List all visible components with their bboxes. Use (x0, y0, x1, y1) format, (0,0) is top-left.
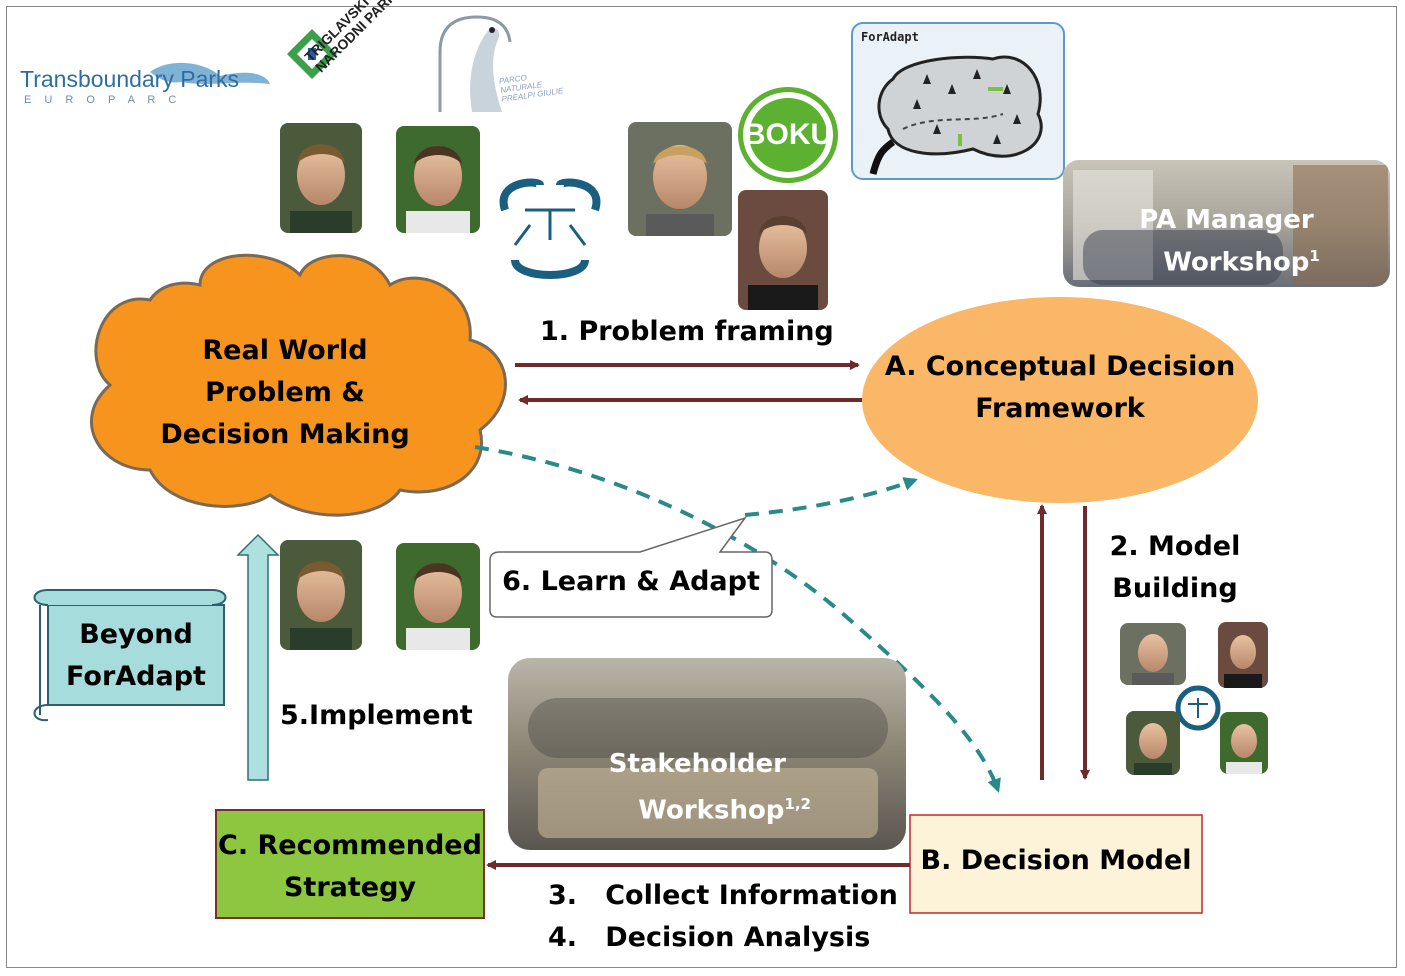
foradapt-map: ForAdapt (851, 22, 1065, 180)
heron-icon (438, 15, 512, 113)
stakeholder-line-1: Stakeholder (608, 749, 786, 779)
decision-model-label: B. Decision Model (920, 845, 1192, 876)
conceptual-line-2: Framework (975, 393, 1145, 424)
pa-manager-workshop-photo: PA Manager Workshop1 (1063, 160, 1390, 287)
stakeholder-line-2: Workshop (638, 795, 785, 826)
collect-information-label: 3. Collect Information (548, 880, 898, 911)
decision-model-box (909, 814, 1203, 914)
bird-icon (150, 62, 270, 84)
person-photo-3 (628, 122, 732, 236)
person-photo-4 (738, 190, 828, 310)
boku-text: BOKU (743, 118, 833, 151)
learn-adapt-callout (489, 516, 773, 618)
implement-label: 5.Implement (280, 700, 473, 731)
dashed-arrow-to-framework (744, 477, 918, 517)
conceptual-framework-label: A. Conceptual Decision Framework (870, 346, 1250, 430)
recommended-strategy-label: C. Recommended Strategy (216, 825, 484, 909)
conceptual-line-1: A. Conceptual Decision (884, 351, 1236, 382)
stakeholder-workshop-photo: Stakeholder Workshop1,2 (508, 658, 906, 850)
person-photo-1 (280, 123, 362, 233)
stakeholder-superscript: 1,2 (784, 795, 811, 813)
real-world-line-3: Decision Making (160, 419, 410, 450)
prealpi-logo: PARCO NATURALE PREALPI GIULIE (432, 12, 564, 116)
person-photo-5 (280, 540, 362, 650)
problem-framing-label: 1. Problem framing (540, 316, 834, 347)
decision-analysis-label: 4. Decision Analysis (548, 922, 871, 953)
small-network-icon (1175, 685, 1221, 731)
person-photo-small-1 (1120, 623, 1186, 685)
boku-logo: BOKU (738, 87, 838, 183)
person-photo-small-4 (1220, 712, 1268, 774)
model-building-line-2: Building (1112, 573, 1238, 604)
recommended-line-1: C. Recommended (218, 830, 482, 861)
model-building-line-1: 2. Model (1109, 531, 1241, 562)
foradapt-map-title: ForAdapt (861, 30, 919, 44)
conceptual-framework-ellipse (862, 297, 1258, 503)
arrow-implement (236, 533, 280, 781)
transboundary-title: Transboundary Parks (20, 66, 240, 92)
forest-map-icon (869, 55, 1043, 175)
beyond-scroll (33, 589, 227, 722)
model-building-label: 2. Model Building (1100, 526, 1250, 610)
stakeholder-workshop-label: Stakeholder Workshop1,2 (508, 744, 886, 831)
europarc-text: E U R O P A R C (24, 94, 182, 106)
dashed-arrow-to-decision-model (474, 445, 1001, 793)
person-photo-small-3 (1126, 711, 1180, 775)
real-world-line-2: Problem & (205, 377, 365, 408)
person-photo-small-2 (1218, 622, 1268, 688)
beyond-foradapt-label: Beyond ForAdapt (48, 614, 224, 698)
pa-manager-workshop-label: PA Manager Workshop1 (1063, 202, 1390, 281)
real-world-line-1: Real World (202, 335, 368, 366)
triglav-logo: TRIGLAVSKI NARODNI PARK (282, 0, 427, 124)
recommended-line-2: Strategy (283, 872, 417, 903)
real-world-label: Real World Problem & Decision Making (130, 330, 440, 456)
teleconference-icon (499, 178, 601, 279)
pa-manager-line-2: Workshop (1163, 247, 1310, 278)
learn-adapt-label: 6. Learn & Adapt (502, 566, 760, 597)
beyond-line-1: Beyond (79, 619, 193, 650)
person-photo-2 (396, 126, 480, 233)
diagram-frame (6, 6, 1397, 968)
pa-manager-line-1: PA Manager (1139, 205, 1314, 235)
person-photo-6 (396, 543, 480, 650)
pa-manager-superscript: 1 (1309, 247, 1320, 265)
beyond-line-2: ForAdapt (66, 661, 206, 692)
transboundary-parks-logo: Transboundary Parks E U R O P A R C (20, 62, 272, 112)
triglav-emblem-icon (287, 29, 337, 79)
recommended-strategy-box (215, 809, 485, 919)
